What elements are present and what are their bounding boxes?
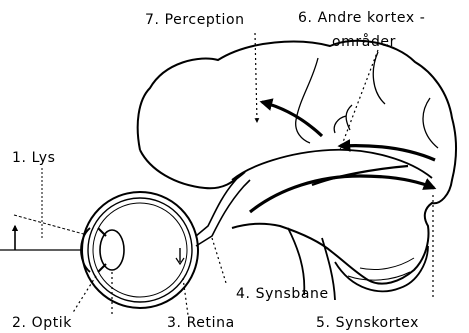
- optic-radiation-arrow: [250, 176, 434, 212]
- label-synskortex: 5. Synskortex: [316, 315, 419, 331]
- label-retina: 3. Retina: [167, 315, 235, 331]
- label-lys: 1. Lys: [12, 150, 56, 166]
- parietal-sulcus: [373, 52, 385, 104]
- label-andre-kortex-line2: områder: [332, 33, 396, 50]
- label-synsbane: 4. Synsbane: [236, 286, 329, 302]
- optik-leader-left: [72, 276, 96, 314]
- cerebrum-base: [140, 150, 245, 188]
- eyeball: [81, 192, 198, 308]
- label-andre-kortex-line1: 6. Andre kortex -: [298, 10, 425, 26]
- label-optik: 2. Optik: [12, 315, 72, 331]
- andre-kortex-leader: [340, 50, 378, 150]
- lateral-sulcus: [334, 105, 352, 133]
- cortex-to-cortex-arrow: [340, 146, 435, 160]
- synsbane-leader: [212, 238, 226, 283]
- label-perception: 7. Perception: [145, 12, 245, 28]
- temporal-lobe: [232, 150, 432, 180]
- occipital-sulcus: [423, 98, 438, 148]
- perception-arrow: [262, 102, 322, 136]
